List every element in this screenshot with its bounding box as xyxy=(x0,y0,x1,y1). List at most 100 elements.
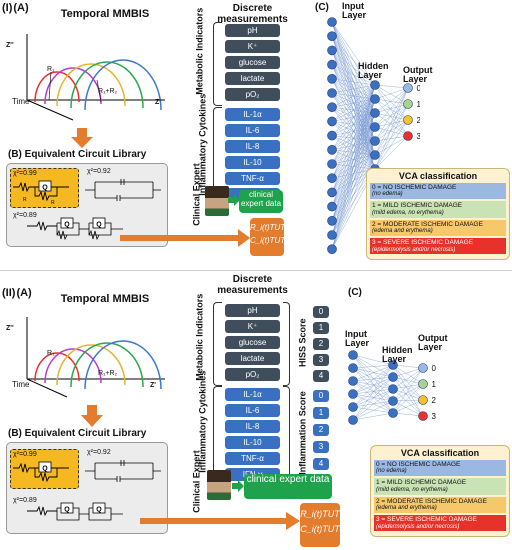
panel-1-nn-hidden-node-1 xyxy=(370,94,380,104)
panel-2-nn-connection xyxy=(392,364,424,385)
panel-2-nn-connection xyxy=(392,388,424,401)
panel-1-nn-input-node-8 xyxy=(327,130,337,141)
panel-1-nn-connection xyxy=(331,84,376,122)
panel-2-metabolic-label: Metabolic Indicators xyxy=(194,293,205,381)
panel-2-nn-connection xyxy=(352,354,394,366)
panel-1-nn-connection xyxy=(331,84,376,207)
panel-1-nn-hidden-node-3 xyxy=(370,122,380,132)
panel-2-c-param: C_i(t)TUT xyxy=(300,524,340,535)
panel-1-nn-connection xyxy=(331,50,376,86)
panel-2-nn-connection xyxy=(352,376,394,408)
panel-1-nn-input-node-5 xyxy=(327,88,337,98)
panel-1-nn-input-node-2 xyxy=(327,45,337,56)
panel-1-sub-c: (C) xyxy=(315,2,329,13)
panel-2-output-layer-label: Output Layer xyxy=(418,333,448,353)
panel-1-nn-input-node-16 xyxy=(327,244,337,254)
panel-1-nn-connection xyxy=(374,112,409,121)
panel-2-nn-connection xyxy=(352,364,394,369)
panel-2-inflammation-score-4: 4 xyxy=(313,458,329,470)
panel-2-nn-connection xyxy=(392,383,424,390)
panel-2-nn-connection xyxy=(352,400,394,408)
panel-2-nn-connection xyxy=(352,364,394,382)
panel-1-down-arrow xyxy=(71,128,93,148)
panel-2-r1r2-label: R₁+R₂ xyxy=(98,370,118,377)
panel-2-nn-connection xyxy=(392,399,424,402)
panel-1-nn-output-node-1 xyxy=(403,99,413,109)
panel-2-nn-connection xyxy=(352,388,394,421)
panel-2-inflammatory-item-1: IL-6 xyxy=(225,404,280,417)
panel-2-nn-output-label-3: 3 xyxy=(432,412,437,421)
panel-1-nn-hidden-node-2 xyxy=(370,108,380,118)
panel-1-nn-connection xyxy=(374,119,409,170)
panel-2-nn-input-node-4 xyxy=(348,402,358,412)
panel-1-nn-connection xyxy=(331,98,376,250)
panel-1-metabolic-label: Metabolic Indicators xyxy=(194,7,205,95)
panel-2-circuit-title: (B) Equivalent Circuit Library xyxy=(8,428,147,439)
panel-2-circuit-3-icon: Q Q xyxy=(27,502,123,521)
svg-text:Q: Q xyxy=(96,507,102,514)
panel-2-nn-connection xyxy=(352,367,394,390)
panel-1-nn-connection xyxy=(331,64,376,86)
panel-2-nn-connection xyxy=(352,354,394,402)
panel-1-vca-class-1: 1 = MILD ISCHEMIC DAMAGE(mild edema, no … xyxy=(370,201,506,218)
panel-1-vca-legend: VCA classification 0 = NO ISCHEMIC DAMAG… xyxy=(366,168,510,260)
panel-1-nn-connection xyxy=(331,84,376,108)
panel-2-nn-connection xyxy=(392,399,424,414)
panel-1-nn-input-node-0 xyxy=(327,17,337,27)
panel-1-nn-connection xyxy=(374,112,409,137)
panel-1-hidden-layer-label: Hidden Layer xyxy=(358,61,389,81)
panel-1-nn-input-node-9 xyxy=(327,145,337,155)
panel-2-label: (II)(A) xyxy=(2,287,32,299)
panel-2-nn-hidden-node-3 xyxy=(388,396,398,406)
panel-1-nn-input-node-7 xyxy=(327,116,337,127)
panel-1-label: (I)(A) xyxy=(2,2,29,14)
panel-2-nn-hidden-node-1 xyxy=(388,372,398,382)
panel-1-chi2: χ²=0.92 xyxy=(87,168,111,175)
panel-2-metabolic-item-4: pO₂ xyxy=(225,368,280,381)
panel-1-nn-output-node-0 xyxy=(403,83,413,93)
panel-2-expert-arrow xyxy=(232,480,244,492)
panel-1-nn-hidden-node-0 xyxy=(370,80,380,90)
svg-text:Q: Q xyxy=(96,222,102,229)
panel-1-circuit-1-icon: Q R R xyxy=(13,180,69,205)
panel-2-nn-hidden-node-0 xyxy=(388,360,398,370)
panel-1-nn-hidden-node-4 xyxy=(370,136,380,146)
panel-2-nn-output-node-1 xyxy=(418,379,428,389)
panel-1-metabolic-item-4: pO₂ xyxy=(225,88,280,101)
panel-1-nn-hidden-node-5 xyxy=(370,150,380,160)
panel-1-circuit-title: (B) Equivalent Circuit Library xyxy=(8,149,147,160)
panel-2-chi2: χ²=0.92 xyxy=(87,449,111,456)
panel-1-nn-connection xyxy=(374,103,409,156)
panel-2-nn-connection xyxy=(352,354,394,390)
panel-1-nn-connection xyxy=(331,36,376,86)
panel-1-vca-class-2: 2 = MODERATE ISCHEMIC DAMAGE(edema and e… xyxy=(370,219,506,237)
panel-2-hiss-score-1: 1 xyxy=(313,322,329,334)
panel-2-nn-connection xyxy=(392,364,424,401)
panel-1-metabolic-item-1: K⁺ xyxy=(225,40,280,53)
panel-1-nn-input-node-15 xyxy=(327,230,337,240)
panel-1-r1-label: R₁ xyxy=(47,66,55,73)
panel-2-vca-class-2: 2 = MODERATE ISCHEMIC DAMAGE(edema and e… xyxy=(374,496,506,514)
panel-2-nn-connection xyxy=(392,388,424,417)
panel-1-nn-connection xyxy=(331,84,376,165)
panel-2-nn-connection xyxy=(392,367,424,378)
panel-1-inflammatory-item-4: TNF-α xyxy=(225,172,280,185)
panel-2-vca-class-1: 1 = MILD ISCHEMIC DAMAGE(mild edema, no … xyxy=(374,478,506,495)
panel-1-nn-connection xyxy=(331,84,376,250)
panel-2-inflammatory-item-3: IL-10 xyxy=(225,436,280,449)
panel-1-temporal-title: Temporal MMBIS xyxy=(60,8,150,20)
panel-1-nn-connection xyxy=(331,78,376,86)
panel-2-nn-connection xyxy=(352,376,394,382)
panel-2-nn-connection xyxy=(352,380,394,390)
panel-2-input-layer-label: Input Layer xyxy=(345,329,370,349)
panel-2-hiss-label: HISS Score xyxy=(297,318,308,367)
panel-1-time-axis-label: Time xyxy=(12,97,30,106)
svg-text:Q: Q xyxy=(64,507,70,514)
panel-2-hiss-score-3: 3 xyxy=(313,354,329,366)
panel-1-output-layer-label: Output Layer xyxy=(403,65,433,85)
panel-2-nn-connection xyxy=(352,393,394,414)
panel-2-inflammation-score-3: 3 xyxy=(313,441,329,453)
panel-2-nn-connection xyxy=(392,367,424,390)
panel-1-nn-output-node-3 xyxy=(403,131,413,141)
panel-1-zp-axis-label: Z' xyxy=(155,99,161,106)
